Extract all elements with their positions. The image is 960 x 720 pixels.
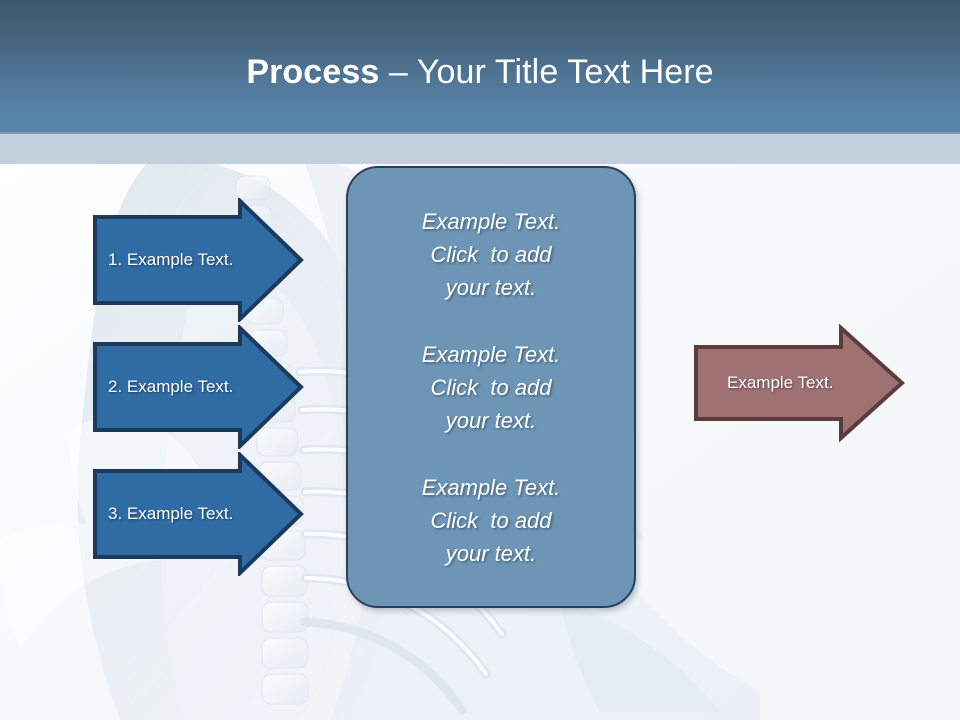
detail-block-3-line-1: Example Text. — [421, 474, 561, 500]
detail-block-3: Example Text. Click to add your text. — [348, 471, 634, 570]
page-title-emphasis: Process — [246, 53, 380, 91]
detail-block-3-line-2: Click to add — [430, 507, 552, 533]
page-title: Process – Your Title Text Here — [0, 50, 960, 94]
detail-block-2: Example Text. Click to add your text. — [348, 338, 634, 437]
result-arrow[interactable]: Example Text. — [693, 324, 905, 442]
detail-block-1: Example Text. Click to add your text. — [348, 205, 634, 304]
step-arrow-1[interactable]: 1. Example Text. — [92, 198, 304, 322]
detail-block-2-line-1: Example Text. — [421, 341, 561, 367]
result-arrow-label: Example Text. — [727, 373, 834, 392]
process-detail-box[interactable]: Example Text. Click to add your text. Ex… — [346, 166, 636, 608]
detail-block-1-line-1: Example Text. — [421, 208, 561, 234]
step-arrow-1-label: 1. Example Text. — [108, 250, 234, 269]
page-title-rest: – Your Title Text Here — [379, 53, 714, 91]
step-arrow-2[interactable]: 2. Example Text. — [92, 325, 304, 449]
detail-block-3-line-3: your text. — [445, 540, 537, 566]
title-bar-edge-line — [0, 132, 960, 134]
detail-block-2-line-2: Click to add — [430, 374, 552, 400]
step-arrow-3-label: 3. Example Text. — [108, 504, 234, 523]
detail-block-2-line-3: your text. — [445, 407, 537, 433]
title-bar-accent-strip — [0, 134, 960, 164]
detail-block-1-line-3: your text. — [445, 274, 537, 300]
arrow-right-icon — [93, 452, 304, 576]
arrow-right-icon — [93, 198, 304, 322]
arrow-right-icon — [694, 324, 905, 442]
arrow-right-icon — [93, 325, 304, 449]
title-bar-background — [0, 0, 960, 134]
detail-block-1-line-2: Click to add — [430, 241, 552, 267]
step-arrow-3[interactable]: 3. Example Text. — [92, 452, 304, 576]
step-arrow-2-label: 2. Example Text. — [108, 377, 234, 396]
